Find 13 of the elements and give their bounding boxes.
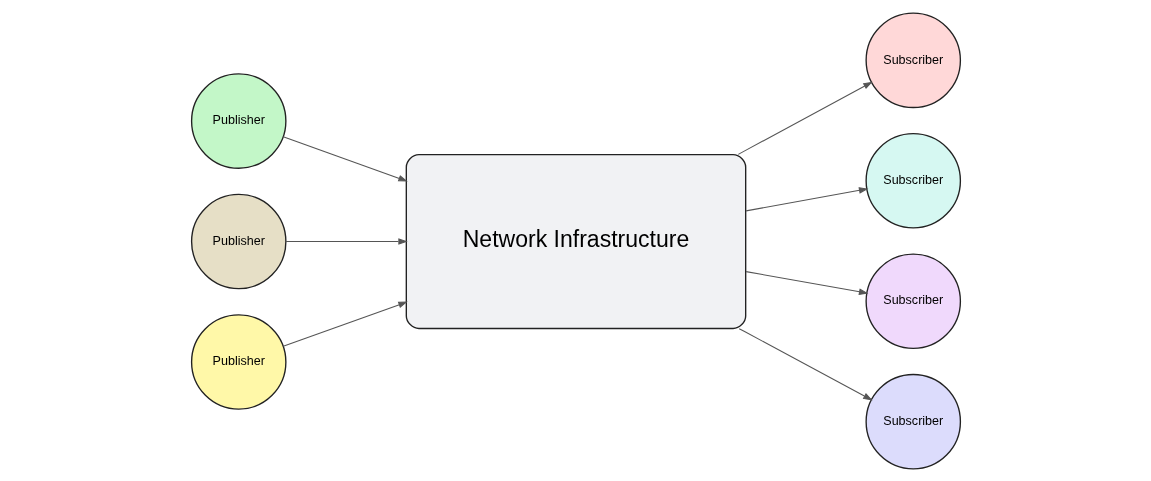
arrow [282,301,408,347]
node-circle: Subscriber [864,132,961,229]
arrow [282,135,408,181]
node-box: Network Infrastructure [405,153,746,329]
node-circle: Subscriber [864,252,961,349]
arrow [737,81,873,155]
arrow [285,237,408,245]
arrow [738,327,873,400]
node-circle: Publisher [190,193,287,289]
arrow [745,186,868,211]
node-circle: Publisher [190,313,287,410]
arrow [745,270,868,295]
node-circle: Publisher [190,72,287,169]
